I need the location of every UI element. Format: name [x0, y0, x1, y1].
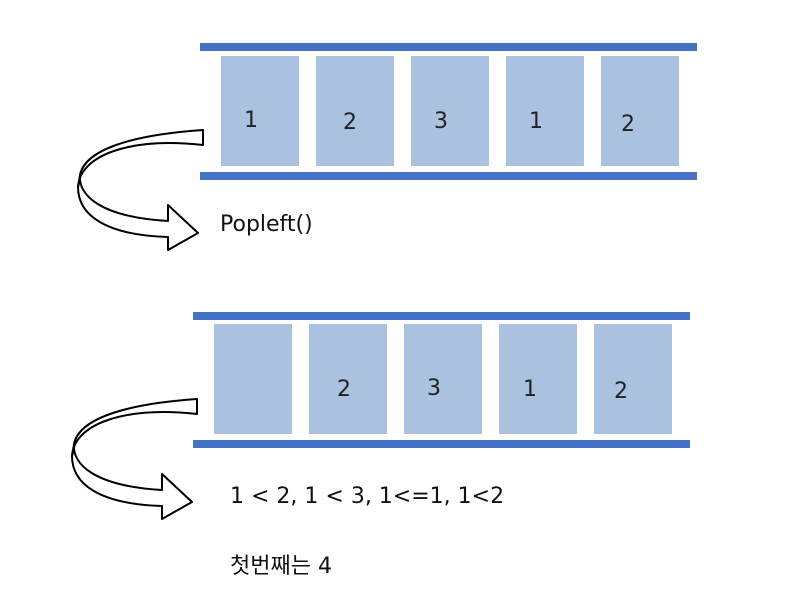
- operation-label: Popleft(): [220, 212, 313, 237]
- curved-arrow-icon: [77, 129, 204, 251]
- queue-cell-value: 3: [434, 109, 448, 134]
- queue-cell-value: 2: [337, 377, 351, 402]
- queue-cell: [499, 324, 577, 434]
- queue-cell: [506, 56, 584, 166]
- queue-cell: [221, 56, 299, 166]
- queue-top-rail: [193, 312, 690, 320]
- queue-cell: [411, 56, 489, 166]
- queue-cell-value: 2: [614, 379, 628, 404]
- queue-cell-value: 1: [244, 108, 258, 133]
- queue-cell-value: 1: [523, 377, 537, 402]
- result-text: 첫번째는 4: [230, 554, 332, 579]
- queue-cell: [594, 324, 672, 434]
- queue-cell: [316, 56, 394, 166]
- curved-arrow-icon: [71, 398, 198, 520]
- comparison-text: 1 < 2, 1 < 3, 1<=1, 1<2: [230, 484, 505, 509]
- queue-cell: [309, 324, 387, 434]
- queue-cell-value: 2: [343, 110, 357, 135]
- queue-cell-value: 2: [621, 112, 635, 137]
- queue-top-rail: [200, 43, 697, 51]
- queue-cell: [404, 324, 482, 434]
- queue-cell-value: 3: [427, 376, 441, 401]
- queue-bottom-rail: [200, 172, 697, 180]
- queue-cell: [601, 56, 679, 166]
- queue-cell: [214, 324, 292, 434]
- queue-bottom-rail: [193, 440, 690, 448]
- queue-cell-value: 1: [529, 109, 543, 134]
